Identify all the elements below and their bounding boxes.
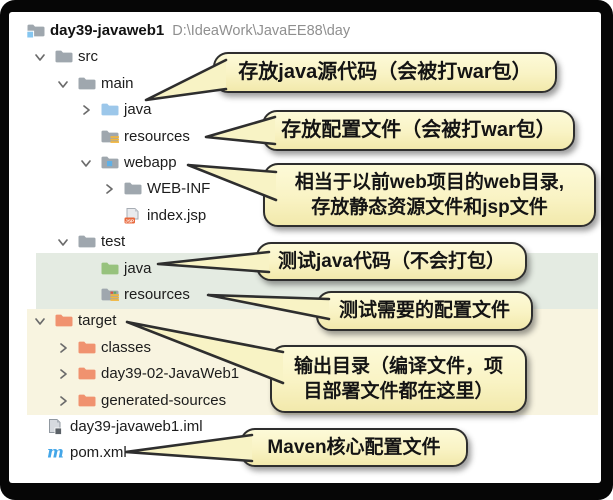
tree-item-test[interactable]: test bbox=[0, 229, 598, 255]
item-name: WEB-INF bbox=[147, 180, 211, 198]
output-folder-icon bbox=[77, 365, 97, 383]
tree-item-java-main[interactable]: java bbox=[0, 97, 598, 123]
test-resources-folder-icon bbox=[100, 286, 120, 304]
tree-item-label: day39-javaweb1 D:\IdeaWork\JavaEE88\day bbox=[50, 18, 350, 44]
item-name: java bbox=[124, 259, 152, 277]
tree-item-webapp[interactable]: webapp bbox=[0, 150, 598, 176]
output-folder-icon bbox=[77, 392, 97, 410]
item-name: generated-sources bbox=[101, 391, 227, 409]
item-name: day39-javaweb1 bbox=[50, 22, 165, 39]
folder-icon bbox=[54, 48, 74, 66]
chevron-expanded-icon[interactable] bbox=[56, 235, 70, 249]
tree-item-index-jsp[interactable]: JSP index.jsp bbox=[0, 203, 598, 229]
folder-icon bbox=[123, 180, 143, 198]
tree-item-project-root[interactable]: day39-javaweb1 D:\IdeaWork\JavaEE88\day bbox=[0, 18, 598, 44]
tree-item-label: test bbox=[101, 229, 125, 255]
folder-icon bbox=[77, 75, 97, 93]
chevron-expanded-icon[interactable] bbox=[33, 50, 47, 64]
chevron-collapsed-icon[interactable] bbox=[102, 182, 116, 196]
callout-java-sources-note: 存放java源代码（会被打war包） bbox=[213, 52, 557, 93]
tree-item-label: day39-02-JavaWeb1 bbox=[101, 361, 239, 387]
tree-item-java-test[interactable]: java bbox=[0, 256, 598, 282]
item-name: resources bbox=[124, 286, 190, 303]
chevron-collapsed-icon[interactable] bbox=[79, 103, 93, 117]
tree-item-label: java bbox=[124, 97, 152, 123]
item-name: test bbox=[101, 233, 126, 251]
callout-text: 存放配置文件（会被打war包） bbox=[281, 119, 556, 142]
tree-item-label: src bbox=[78, 44, 98, 70]
tree-item-label: java bbox=[124, 256, 152, 282]
callout-text: 测试需要的配置文件 bbox=[338, 300, 510, 322]
chevron-collapsed-icon[interactable] bbox=[56, 341, 70, 355]
callout-test-resources-note: 测试需要的配置文件 bbox=[316, 291, 533, 331]
test-sources-folder-icon bbox=[100, 260, 120, 278]
tree-item-target[interactable]: target bbox=[0, 308, 598, 334]
tree-item-resources-test[interactable]: resources bbox=[0, 282, 598, 308]
callout-test-java-note: 测试java代码（不会打包） bbox=[256, 242, 527, 281]
chevron-collapsed-icon[interactable] bbox=[56, 367, 70, 381]
tree-item-resources-main[interactable]: resources bbox=[0, 124, 598, 150]
jsp-file-icon: JSP bbox=[123, 207, 143, 225]
project-folder-icon bbox=[26, 22, 46, 40]
tree-item-src[interactable]: src bbox=[0, 44, 598, 70]
tree-item-label: target bbox=[78, 308, 116, 334]
tree-item-label: pom.xml bbox=[70, 440, 127, 466]
item-name: day39-javaweb1.iml bbox=[70, 418, 203, 435]
output-folder-icon bbox=[77, 339, 97, 357]
iml-file-icon bbox=[46, 418, 66, 436]
sources-folder-icon bbox=[100, 101, 120, 119]
output-folder-icon bbox=[54, 312, 74, 330]
tree-item-label: day39-javaweb1.iml bbox=[70, 414, 203, 440]
chevron-collapsed-icon[interactable] bbox=[56, 394, 70, 408]
item-name: src bbox=[78, 48, 98, 66]
item-name: main bbox=[101, 74, 134, 92]
item-name: index.jsp bbox=[147, 206, 207, 224]
callout-text: Maven核心配置文件 bbox=[267, 436, 441, 458]
callout-text: 输出目录（编译文件，项 bbox=[293, 355, 503, 377]
tree-item-label: classes bbox=[101, 335, 151, 361]
callout-text: 存放静态资源文件和jsp文件 bbox=[311, 197, 548, 218]
callout-resources-note: 存放配置文件（会被打war包） bbox=[262, 110, 575, 151]
callout-text: 相当于以前web项目的web目录, bbox=[294, 171, 565, 193]
tree-item-label: resources bbox=[124, 282, 190, 308]
tree-item-iml-file[interactable]: day39-javaweb1.iml bbox=[0, 414, 598, 440]
tree-item-label: index.jsp bbox=[147, 203, 206, 229]
chevron-expanded-icon[interactable] bbox=[56, 77, 70, 91]
tree-item-label: generated-sources bbox=[101, 388, 226, 414]
maven-file-icon: m bbox=[46, 443, 66, 462]
item-name: classes bbox=[101, 338, 152, 356]
item-name: target bbox=[78, 312, 117, 330]
chevron-expanded-icon[interactable] bbox=[33, 314, 47, 328]
tree-item-pom-xml[interactable]: m pom.xml bbox=[0, 440, 598, 466]
callout-text: 存放java源代码（会被打war包） bbox=[238, 61, 532, 84]
svg-text:JSP: JSP bbox=[125, 218, 135, 224]
tree-item-generated-sources[interactable]: generated-sources bbox=[0, 388, 598, 414]
webapp-folder-icon bbox=[100, 154, 120, 172]
item-name: webapp bbox=[124, 154, 177, 171]
tree-item-main[interactable]: main bbox=[0, 71, 598, 97]
folder-icon bbox=[77, 233, 97, 251]
callout-text: 测试java代码（不会打包） bbox=[278, 250, 505, 272]
svg-text:m: m bbox=[47, 444, 64, 461]
tree-item-label: main bbox=[101, 71, 134, 97]
resources-folder-icon bbox=[100, 128, 120, 146]
item-name: pom.xml bbox=[70, 444, 127, 462]
tree-item-label: WEB-INF bbox=[147, 176, 210, 202]
tree-item-label: webapp bbox=[124, 150, 177, 176]
project-path: D:\IdeaWork\JavaEE88\day bbox=[172, 23, 351, 39]
item-name: java bbox=[124, 101, 152, 119]
tree-item-label: resources bbox=[124, 124, 190, 150]
callout-pom-note: Maven核心配置文件 bbox=[240, 428, 468, 467]
callout-webapp-note: 相当于以前web项目的web目录, 存放静态资源文件和jsp文件 bbox=[263, 163, 596, 227]
callout-text: 目部署文件都在这里） bbox=[303, 381, 494, 402]
chevron-expanded-icon[interactable] bbox=[79, 156, 93, 170]
callout-target-note: 输出目录（编译文件，项目部署文件都在这里） bbox=[270, 345, 527, 413]
item-name: resources bbox=[124, 127, 190, 145]
item-name: day39-02-JavaWeb1 bbox=[101, 365, 240, 383]
